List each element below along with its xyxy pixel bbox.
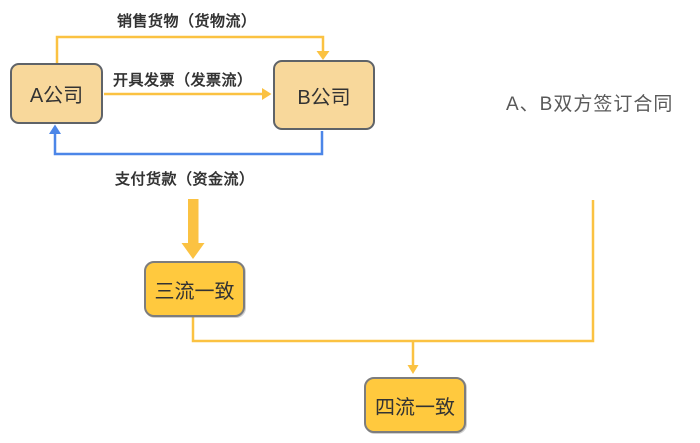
summary-arrow-shaft: [188, 199, 199, 244]
contract-note: A、B双方签订合同: [506, 94, 674, 115]
node-three-flows: 三流一致: [144, 261, 245, 317]
label-goods-flow: 销售货物（货物流）: [117, 13, 257, 30]
payment-flow-arrowhead-icon: [49, 124, 61, 134]
node-four-flows: 四流一致: [364, 377, 466, 433]
payment-flow-line: [53, 131, 324, 156]
merge-connector-line: [191, 200, 595, 343]
goods-flow-line: [55, 35, 325, 63]
node-company-a: A公司: [10, 63, 103, 124]
four-flows-arrowhead-icon: [407, 365, 419, 374]
node-company-b: B公司: [273, 60, 375, 130]
label-payment-flow: 支付货款（资金流）: [115, 171, 255, 188]
goods-flow-arrowhead-icon: [316, 51, 330, 60]
label-invoice-flow: 开具发票（发票流）: [113, 72, 253, 89]
invoice-flow-arrowhead-icon: [262, 88, 272, 100]
summary-arrowhead-icon: [181, 243, 205, 259]
